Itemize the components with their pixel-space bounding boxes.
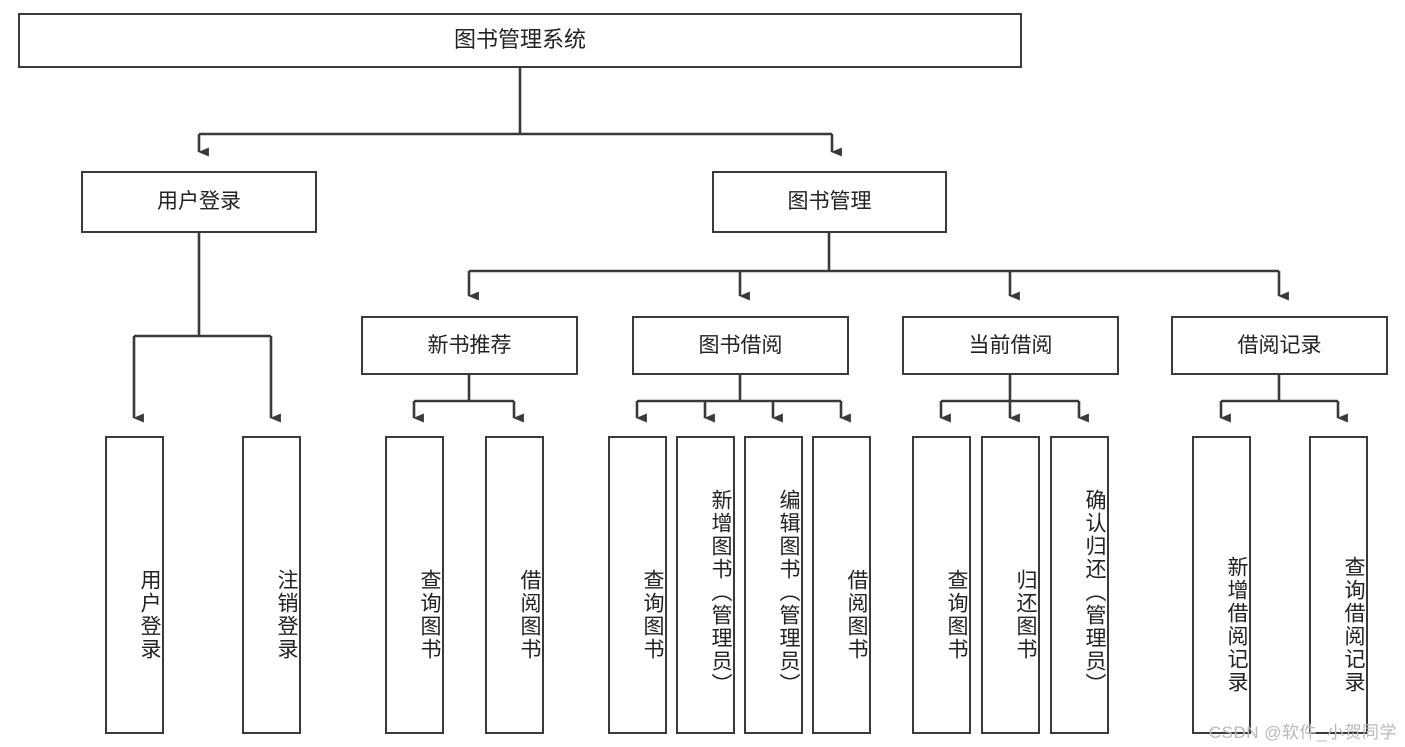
node-label: 新增图书（管理员） [709,488,732,696]
node-user-login[interactable]: 用户登录 [81,171,317,233]
leaf-add-book[interactable]: 新增图书（管理员） [676,436,735,734]
leaf-confirm-return[interactable]: 确认归还（管理员） [1050,436,1109,734]
node-label: 查询图书 [641,569,664,661]
leaf-return-book[interactable]: 归还图书 [981,436,1040,734]
node-label: 用户登录 [157,190,241,214]
leaf-logout-login[interactable]: 注销登录 [242,436,301,734]
node-label: 借阅图书 [845,569,868,661]
node-label: 查询图书 [418,569,441,661]
leaf-query-book-2[interactable]: 查询图书 [608,436,667,734]
node-label: 当前借阅 [968,333,1053,357]
node-label: 图书管理系统 [453,27,586,53]
leaf-add-record[interactable]: 新增借阅记录 [1192,436,1251,734]
leaf-query-book-3[interactable]: 查询图书 [912,436,971,734]
leaf-query-book-1[interactable]: 查询图书 [385,436,444,734]
leaf-edit-book[interactable]: 编辑图书（管理员） [744,436,803,734]
node-label: 归还图书 [1014,569,1037,661]
node-label: 查询借阅记录 [1342,556,1365,694]
node-label: 注销登录 [275,569,298,661]
leaf-user-login[interactable]: 用户登录 [105,436,164,734]
node-label: 新书推荐 [427,333,512,357]
node-current-borrow[interactable]: 当前借阅 [902,316,1119,375]
node-label: 借阅记录 [1237,333,1322,357]
node-label: 查询图书 [945,569,968,661]
node-book-borrow[interactable]: 图书借阅 [632,316,849,375]
csdn-watermark: CSDN @软件_小贺同学 [1208,723,1397,742]
leaf-borrow-book-2[interactable]: 借阅图书 [812,436,871,734]
node-label: 用户登录 [138,569,161,661]
node-book-manage[interactable]: 图书管理 [712,171,947,233]
leaf-borrow-book-1[interactable]: 借阅图书 [485,436,544,734]
node-label: 编辑图书（管理员） [777,488,800,696]
leaf-query-record[interactable]: 查询借阅记录 [1309,436,1368,734]
node-label: 新增借阅记录 [1225,556,1248,694]
node-label: 确认归还（管理员） [1083,488,1106,696]
node-new-book-recommend[interactable]: 新书推荐 [361,316,578,375]
node-label: 借阅图书 [518,569,541,661]
node-borrow-record[interactable]: 借阅记录 [1171,316,1388,375]
node-label: 图书管理 [787,190,872,214]
node-book-management-system[interactable]: 图书管理系统 [18,13,1022,68]
node-label: 图书借阅 [698,333,783,357]
